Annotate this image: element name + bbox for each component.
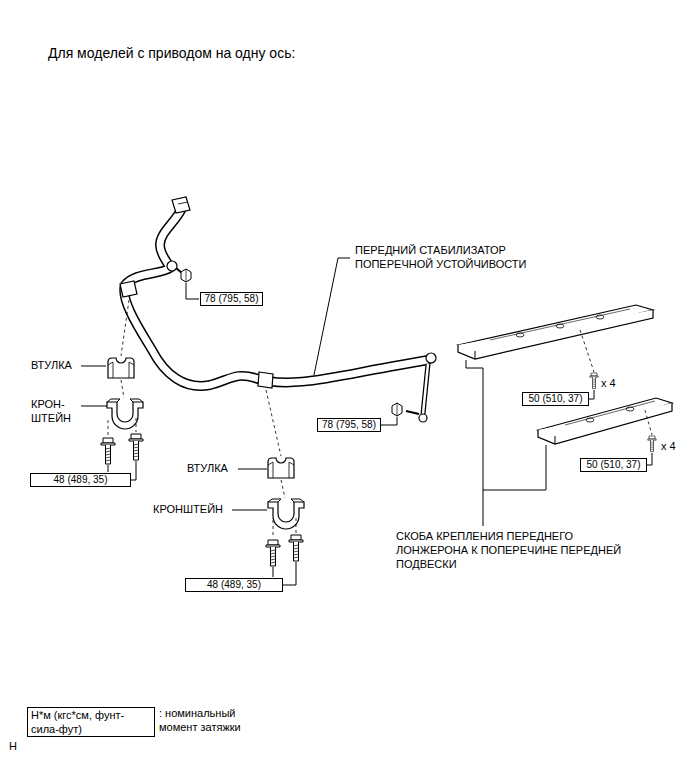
part-label: ПЕРЕДНИЙ СТАБИЛИЗАТОР ПОПЕРЕЧНОЙ УСТОЙЧИ…: [354, 244, 536, 272]
torque-value: 48 (489, 35): [207, 579, 261, 591]
crossmember-brackets: [458, 305, 672, 526]
torque-value: 50 (510, 37): [529, 393, 583, 405]
torque-box: 78 (795, 58): [317, 418, 381, 432]
quantity-label: x 4: [600, 377, 617, 391]
torque-value: Н*м (кгс*см, фунт- сила-фут): [31, 708, 151, 736]
center-mount-parts: [232, 390, 304, 585]
torque-value: 50 (510, 37): [587, 459, 641, 471]
left-mount-parts: [81, 300, 143, 480]
part-label: ВТУЛКА: [186, 462, 229, 476]
part-label: СКОБА КРЕПЛЕНИЯ ПЕРЕДНЕГО ЛОНЖЕРОНА К ПО…: [395, 530, 632, 571]
figure-title: Для моделей с приводом на одну ось:: [48, 45, 295, 63]
stabilizer-bar: [120, 197, 436, 422]
torque-value: 78 (795, 58): [322, 419, 376, 431]
part-label: ВТУЛКА: [30, 359, 73, 373]
legend-note: : номинальный момент затяжки: [158, 707, 270, 735]
torque-value: 78 (795, 58): [205, 293, 259, 305]
torque-box: 48 (489, 35): [185, 578, 283, 592]
part-label: КРОНШТЕЙН: [152, 503, 224, 517]
torque-box: 50 (510, 37): [580, 458, 647, 472]
part-label: КРОН- ШТЕЙН: [30, 398, 80, 426]
torque-value: 48 (489, 35): [54, 474, 108, 486]
quantity-label: x 4: [660, 440, 677, 454]
torque-box: 78 (795, 58): [200, 292, 263, 306]
legend-box: Н*м (кгс*см, фунт- сила-фут): [27, 707, 155, 737]
figure-code: H: [8, 740, 18, 754]
torque-box: 48 (489, 35): [30, 473, 131, 487]
torque-box: 50 (510, 37): [522, 392, 589, 406]
